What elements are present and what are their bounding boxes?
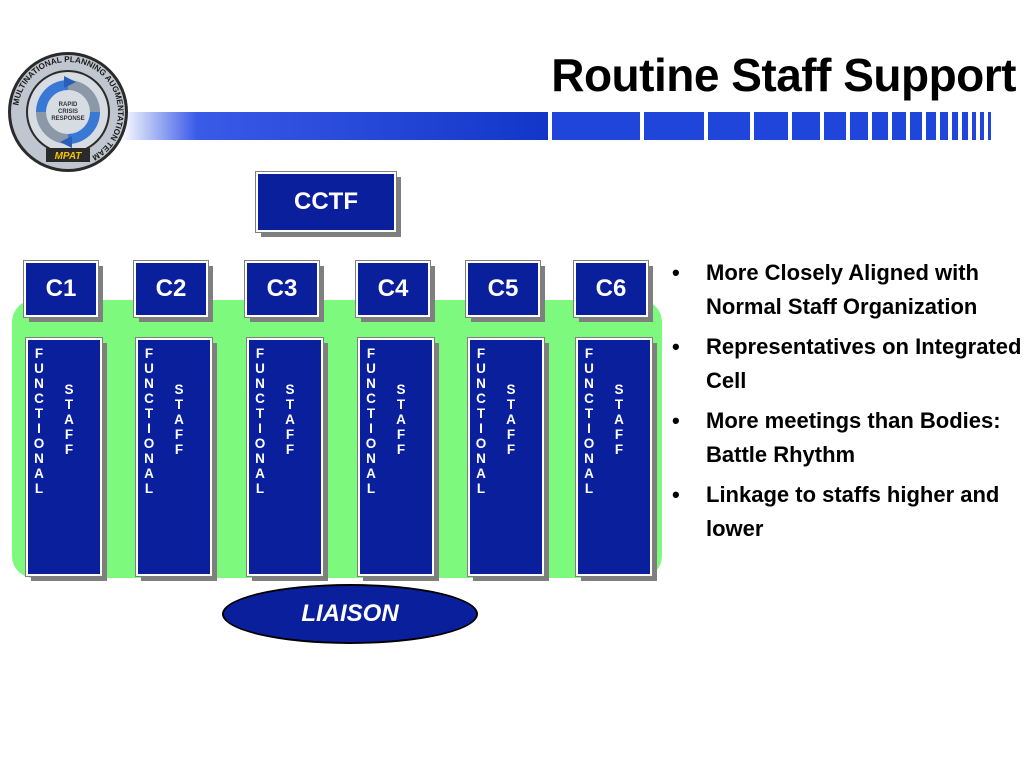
staff-section-c6: C6 — [573, 260, 649, 318]
logo-inner-text-3: RESPONSE — [51, 116, 84, 122]
staff-section-c4: C4 — [355, 260, 431, 318]
bullet-text: Linkage to staffs higher and lower — [706, 482, 1000, 541]
bullet-item: • More Closely Aligned with Normal Staff … — [668, 256, 1024, 324]
bullet-dot-icon: • — [672, 260, 680, 285]
staff-section-c2: C2 — [133, 260, 209, 318]
bullet-list: • More Closely Aligned with Normal Staff … — [668, 256, 1024, 552]
cctf-box: CCTF — [255, 171, 397, 233]
staff-section-c3: C3 — [244, 260, 320, 318]
staff-section-c5: C5 — [465, 260, 541, 318]
title-decor-band — [120, 112, 991, 140]
bullet-item: • Linkage to staffs higher and lower — [668, 478, 1024, 546]
mpat-logo: MULTINATIONAL PLANNING AUGMENTATION TEAM… — [8, 52, 128, 172]
staff-section-c1: C1 — [23, 260, 99, 318]
logo-badge: MPAT — [55, 151, 83, 162]
bullet-text: More meetings than Bodies: Battle Rhythm — [706, 408, 1001, 467]
liaison-ellipse: LIAISON — [222, 584, 478, 644]
bullet-dot-icon: • — [672, 482, 680, 507]
logo-inner-text-2: CRISIS — [58, 109, 78, 115]
bullet-dot-icon: • — [672, 334, 680, 359]
slide-title: Routine Staff Support — [551, 49, 1016, 101]
bullet-item: • More meetings than Bodies: Battle Rhyth… — [668, 404, 1024, 472]
bullet-dot-icon: • — [672, 408, 680, 433]
functional-staff-area — [12, 300, 662, 578]
logo-inner-text-1: RAPID — [59, 102, 78, 108]
bullet-text: More Closely Aligned with Normal Staff O… — [706, 260, 979, 319]
bullet-item: • Representatives on Integrated Cell — [668, 330, 1024, 398]
bullet-text: Representatives on Integrated Cell — [706, 334, 1022, 393]
